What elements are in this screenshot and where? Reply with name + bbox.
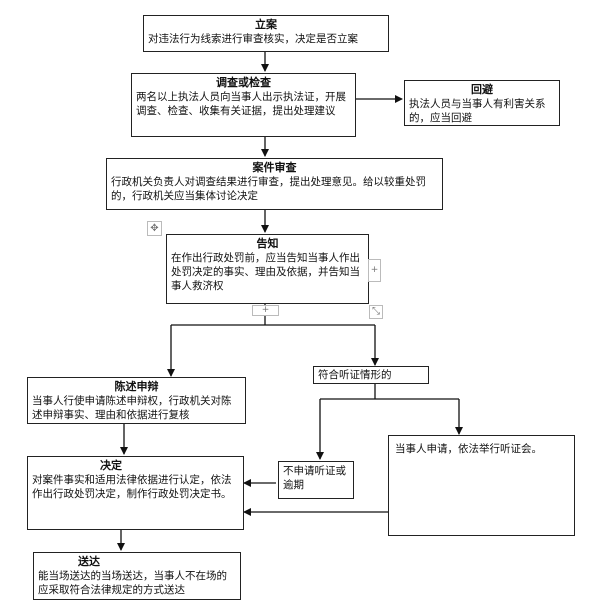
- box-apply-text: 当事人申请，依法举行听证会。: [395, 443, 542, 455]
- box-jueding-body: 对案件事实和适用法律依据进行认定，依法作出行政处罚决定，制作行政处罚决定书。: [32, 474, 232, 500]
- box-chenshu-title: 陈述申辩: [114, 380, 159, 393]
- box-lian-title: 立案: [255, 18, 277, 31]
- add-bottom-handle-icon[interactable]: +: [252, 305, 279, 316]
- add-right-handle-icon[interactable]: +: [368, 259, 381, 282]
- box-diaocha-body: 两名以上执法人员向当事人出示执法证，开展调查、检查、收集有关证据，提出处理建议: [136, 91, 346, 117]
- box-diaocha: 调查或检查 两名以上执法人员向当事人出示执法证，开展调查、检查、收集有关证据，提…: [131, 73, 356, 137]
- box-gaozhi: 告知 在作出行政处罚前，应当告知当事人作出处罚决定的事实、理由及依据，并告知当事…: [166, 234, 369, 304]
- box-no-apply-text: 不申请听证或逾期: [283, 465, 346, 491]
- box-shencha-title: 案件审查: [252, 161, 297, 174]
- box-chenshu-body: 当事人行使申请陈述申辩权，行政机关对陈述申辩事实、理由和依据进行复核: [32, 395, 232, 421]
- box-tingzheng-cond: 符合听证情形的: [313, 366, 429, 384]
- box-apply: 当事人申请，依法举行听证会。: [388, 435, 575, 536]
- box-chenshu: 陈述申辩 当事人行使申请陈述申辩权，行政机关对陈述申辩事实、理由和依据进行复核: [27, 377, 246, 424]
- box-shencha: 案件审查 行政机关负责人对调查结果进行审查，提出处理意见。给以较重处罚的，行政机…: [106, 158, 443, 210]
- box-shencha-body: 行政机关负责人对调查结果进行审查，提出处理意见。给以较重处罚的，行政机关应当集体…: [111, 176, 426, 202]
- resize-handle-icon[interactable]: ⤡: [369, 305, 383, 319]
- move-handle-icon[interactable]: ✥: [147, 221, 162, 236]
- box-huibi-body: 执法人员与当事人有利害关系的，应当回避: [409, 98, 546, 124]
- box-jueding-title: 决定: [100, 459, 122, 472]
- box-lian: 立案 对违法行为线索进行审查核实，决定是否立案: [143, 15, 389, 52]
- box-huibi-title: 回避: [471, 83, 493, 96]
- box-songda-title: 送达: [78, 555, 100, 568]
- box-huibi: 回避 执法人员与当事人有利害关系的，应当回避: [404, 80, 560, 126]
- box-gaozhi-title: 告知: [256, 237, 279, 250]
- box-no-apply: 不申请听证或逾期: [278, 461, 354, 499]
- box-jueding: 决定 对案件事实和适用法律依据进行认定，依法作出行政处罚决定，制作行政处罚决定书…: [27, 456, 244, 530]
- box-tingzheng-cond-text: 符合听证情形的: [318, 369, 392, 381]
- box-diaocha-title: 调查或检查: [216, 76, 271, 89]
- box-gaozhi-body: 在作出行政处罚前，应当告知当事人作出处罚决定的事实、理由及依据，并告知当事人救济…: [171, 252, 360, 292]
- box-lian-body: 对违法行为线索进行审查核实，决定是否立案: [148, 33, 358, 45]
- box-songda-body: 能当场送达的当场送达，当事人不在场的应采取符合法律规定的方式送达: [38, 570, 227, 596]
- box-songda: 送达 能当场送达的当场送达，当事人不在场的应采取符合法律规定的方式送达: [33, 552, 241, 600]
